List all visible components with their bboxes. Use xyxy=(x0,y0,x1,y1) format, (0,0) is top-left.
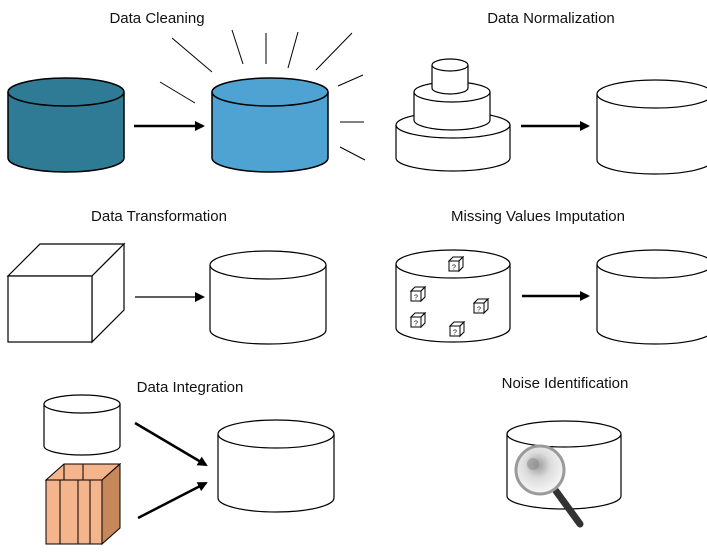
arrow-integration-bottom xyxy=(137,481,208,520)
file-stack-icon xyxy=(44,462,122,546)
transformed-cylinder xyxy=(209,250,327,345)
missing-value-cube-5: ? xyxy=(448,320,466,338)
label-data-transformation: Data Transformation xyxy=(91,208,227,225)
integrated-cylinder xyxy=(217,419,335,513)
missing-value-cube-2: ? xyxy=(409,285,427,303)
label-data-cleaning: Data Cleaning xyxy=(109,10,204,27)
cleaned-cylinder-blue xyxy=(211,77,329,173)
arrow-integration-top xyxy=(134,421,208,467)
panel-data-transformation: Data Transformation xyxy=(6,208,327,345)
panel-data-integration: Data Integration xyxy=(43,379,335,546)
imputed-cylinder xyxy=(596,249,707,345)
magnifying-glass-icon xyxy=(514,444,584,528)
cube-icon xyxy=(6,242,126,344)
label-noise-identification: Noise Identification xyxy=(502,375,629,392)
question-mark-glyph: ? xyxy=(453,330,457,337)
panel-data-cleaning: Data Cleaning xyxy=(7,10,366,173)
question-mark-glyph: ? xyxy=(414,321,418,328)
missing-value-cube-1: ? xyxy=(447,255,465,273)
question-mark-glyph: ? xyxy=(414,295,418,302)
stacked-tiers-icon xyxy=(395,58,511,172)
missing-value-cube-4: ? xyxy=(409,311,427,329)
panel-data-normalization: Data Normalization xyxy=(395,10,707,175)
question-mark-glyph: ? xyxy=(477,307,481,314)
source-cylinder-dark xyxy=(7,77,125,173)
normalized-cylinder xyxy=(596,79,707,175)
cleaning-rays xyxy=(159,29,366,161)
panel-noise-identification: Noise Identification xyxy=(502,375,629,528)
missing-value-cube-3: ? xyxy=(472,297,490,315)
panel-missing-values-imputation: Missing Values Imputation ? ? ? xyxy=(395,208,707,345)
label-data-integration: Data Integration xyxy=(137,379,244,396)
question-mark-glyph: ? xyxy=(452,265,456,272)
label-data-normalization: Data Normalization xyxy=(487,10,615,27)
label-missing-values-imputation: Missing Values Imputation xyxy=(451,208,625,225)
source-cylinder-small xyxy=(43,394,121,456)
